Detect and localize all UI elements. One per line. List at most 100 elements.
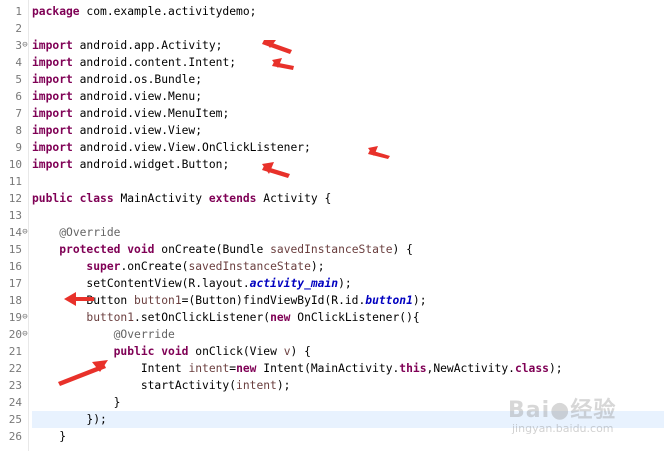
- code-token: extends: [208, 192, 257, 205]
- code-token: new: [270, 311, 291, 324]
- code-text: }: [32, 428, 664, 445]
- code-token: import: [32, 141, 73, 154]
- line-number: 1: [15, 5, 22, 18]
- code-token: android.content.Intent;: [72, 56, 237, 69]
- code-token: android.widget.Button;: [72, 158, 230, 171]
- watermark-logo: Bai●经验: [508, 398, 617, 423]
- code-token: OnClickListener(){: [290, 311, 420, 324]
- code-token: this: [399, 362, 427, 375]
- code-line[interactable]: 18 Button button1=(Button)findViewById(R…: [0, 292, 664, 309]
- code-line[interactable]: 1 package com.example.activitydemo;: [0, 3, 664, 20]
- code-line[interactable]: 22 Intent intent=new Intent(MainActivity…: [0, 360, 664, 377]
- code-line[interactable]: 3⊖ import android.app.Activity;: [0, 37, 664, 54]
- code-token: android.view.MenuItem;: [72, 107, 230, 120]
- line-number: 7: [15, 107, 22, 120]
- fold-toggle-icon[interactable]: ⊖: [22, 312, 28, 322]
- code-token: [73, 192, 80, 205]
- code-token: }: [32, 430, 67, 443]
- code-token: Button: [86, 294, 128, 307]
- code-token: android.view.View.OnClickListener;: [72, 141, 311, 154]
- fold-toggle-icon[interactable]: ⊖: [22, 329, 28, 339]
- code-line[interactable]: 2: [0, 20, 664, 37]
- line-number: 8: [15, 124, 22, 137]
- code-text: Intent intent=new Intent(MainActivity.th…: [32, 360, 664, 377]
- line-number: 16: [8, 260, 22, 273]
- code-line[interactable]: 23 startActivity(intent);: [0, 377, 664, 394]
- code-token: class: [79, 192, 114, 205]
- code-token: intent: [188, 362, 230, 375]
- code-text: super.onCreate(savedInstanceState);: [32, 258, 664, 275]
- line-number: 25: [8, 413, 22, 426]
- code-token: import: [32, 73, 73, 86]
- code-token: [32, 226, 59, 239]
- code-text: package com.example.activitydemo;: [32, 3, 664, 20]
- line-number: 4: [15, 56, 22, 69]
- code-token: startActivity(: [32, 379, 237, 392]
- line-number: 21: [8, 345, 22, 358]
- code-text: Button button1=(Button)findViewById(R.id…: [32, 292, 664, 309]
- line-number: 9: [15, 141, 22, 154]
- code-line[interactable]: 25 });: [0, 411, 664, 428]
- code-token: );: [310, 260, 325, 273]
- code-line[interactable]: 20⊖ @Override: [0, 326, 664, 343]
- code-line[interactable]: 17 setContentView(R.layout.activity_main…: [0, 275, 664, 292]
- code-text: import android.view.MenuItem;: [32, 105, 664, 122]
- code-line[interactable]: 24 }: [0, 394, 664, 411]
- code-token: super: [86, 260, 121, 273]
- fold-toggle-icon[interactable]: ⊖: [22, 40, 28, 50]
- code-token: setContentView(R.layout.: [32, 277, 250, 290]
- code-token: );: [412, 294, 427, 307]
- code-token: import: [32, 124, 73, 137]
- code-token: );: [338, 277, 352, 290]
- line-number: 3: [15, 39, 22, 52]
- code-line[interactable]: 15 protected void onCreate(Bundle savedI…: [0, 241, 664, 258]
- code-token: import: [32, 158, 73, 171]
- fold-toggle-icon[interactable]: ⊖: [22, 227, 28, 237]
- code-token: activity_main: [249, 277, 339, 290]
- code-text: [32, 20, 664, 37]
- code-line[interactable]: 21 public void onClick(View v) {: [0, 343, 664, 360]
- code-line[interactable]: 19⊖ button1.setOnClickListener(new OnCli…: [0, 309, 664, 326]
- code-line[interactable]: 26 }: [0, 428, 664, 445]
- arrow-annotation-icon: [272, 58, 294, 70]
- code-token: );: [548, 362, 563, 375]
- code-text: public void onClick(View v) {: [32, 343, 664, 360]
- code-token: [32, 243, 59, 256]
- code-token: void: [127, 243, 155, 256]
- code-token: android.view.Menu;: [72, 90, 203, 103]
- code-token: protected: [59, 243, 121, 256]
- line-number: 15: [8, 243, 22, 256]
- code-token: button1: [134, 294, 182, 307]
- code-text: import android.widget.Button;: [32, 156, 664, 173]
- code-line[interactable]: 7 import android.view.MenuItem;: [0, 105, 664, 122]
- line-number-gutter: [0, 0, 28, 451]
- line-number: 19: [8, 311, 22, 324]
- watermark-url: jingyan.baidu.com: [512, 422, 614, 435]
- code-line[interactable]: 9 import android.view.View.OnClickListene…: [0, 139, 664, 156]
- arrow-annotation-icon: [58, 360, 108, 386]
- code-token: @Override: [113, 328, 175, 341]
- arrow-annotation-icon: [262, 40, 292, 54]
- code-token: );: [276, 379, 291, 392]
- code-token: android.os.Bundle;: [72, 73, 203, 86]
- code-token: Intent(MainActivity.: [256, 362, 400, 375]
- code-token: savedInstanceState: [188, 260, 311, 273]
- code-token: });: [32, 413, 107, 426]
- code-line[interactable]: 16 super.onCreate(savedInstanceState);: [0, 258, 664, 275]
- code-line[interactable]: 14⊖ @Override: [0, 224, 664, 241]
- line-number: 18: [8, 294, 22, 307]
- code-token: }: [32, 396, 121, 409]
- code-text: import android.app.Activity;: [32, 37, 664, 54]
- code-text: [32, 207, 664, 224]
- code-line[interactable]: 13: [0, 207, 664, 224]
- code-token: public: [32, 192, 73, 205]
- code-token: Intent: [32, 362, 189, 375]
- code-line[interactable]: 11: [0, 173, 664, 190]
